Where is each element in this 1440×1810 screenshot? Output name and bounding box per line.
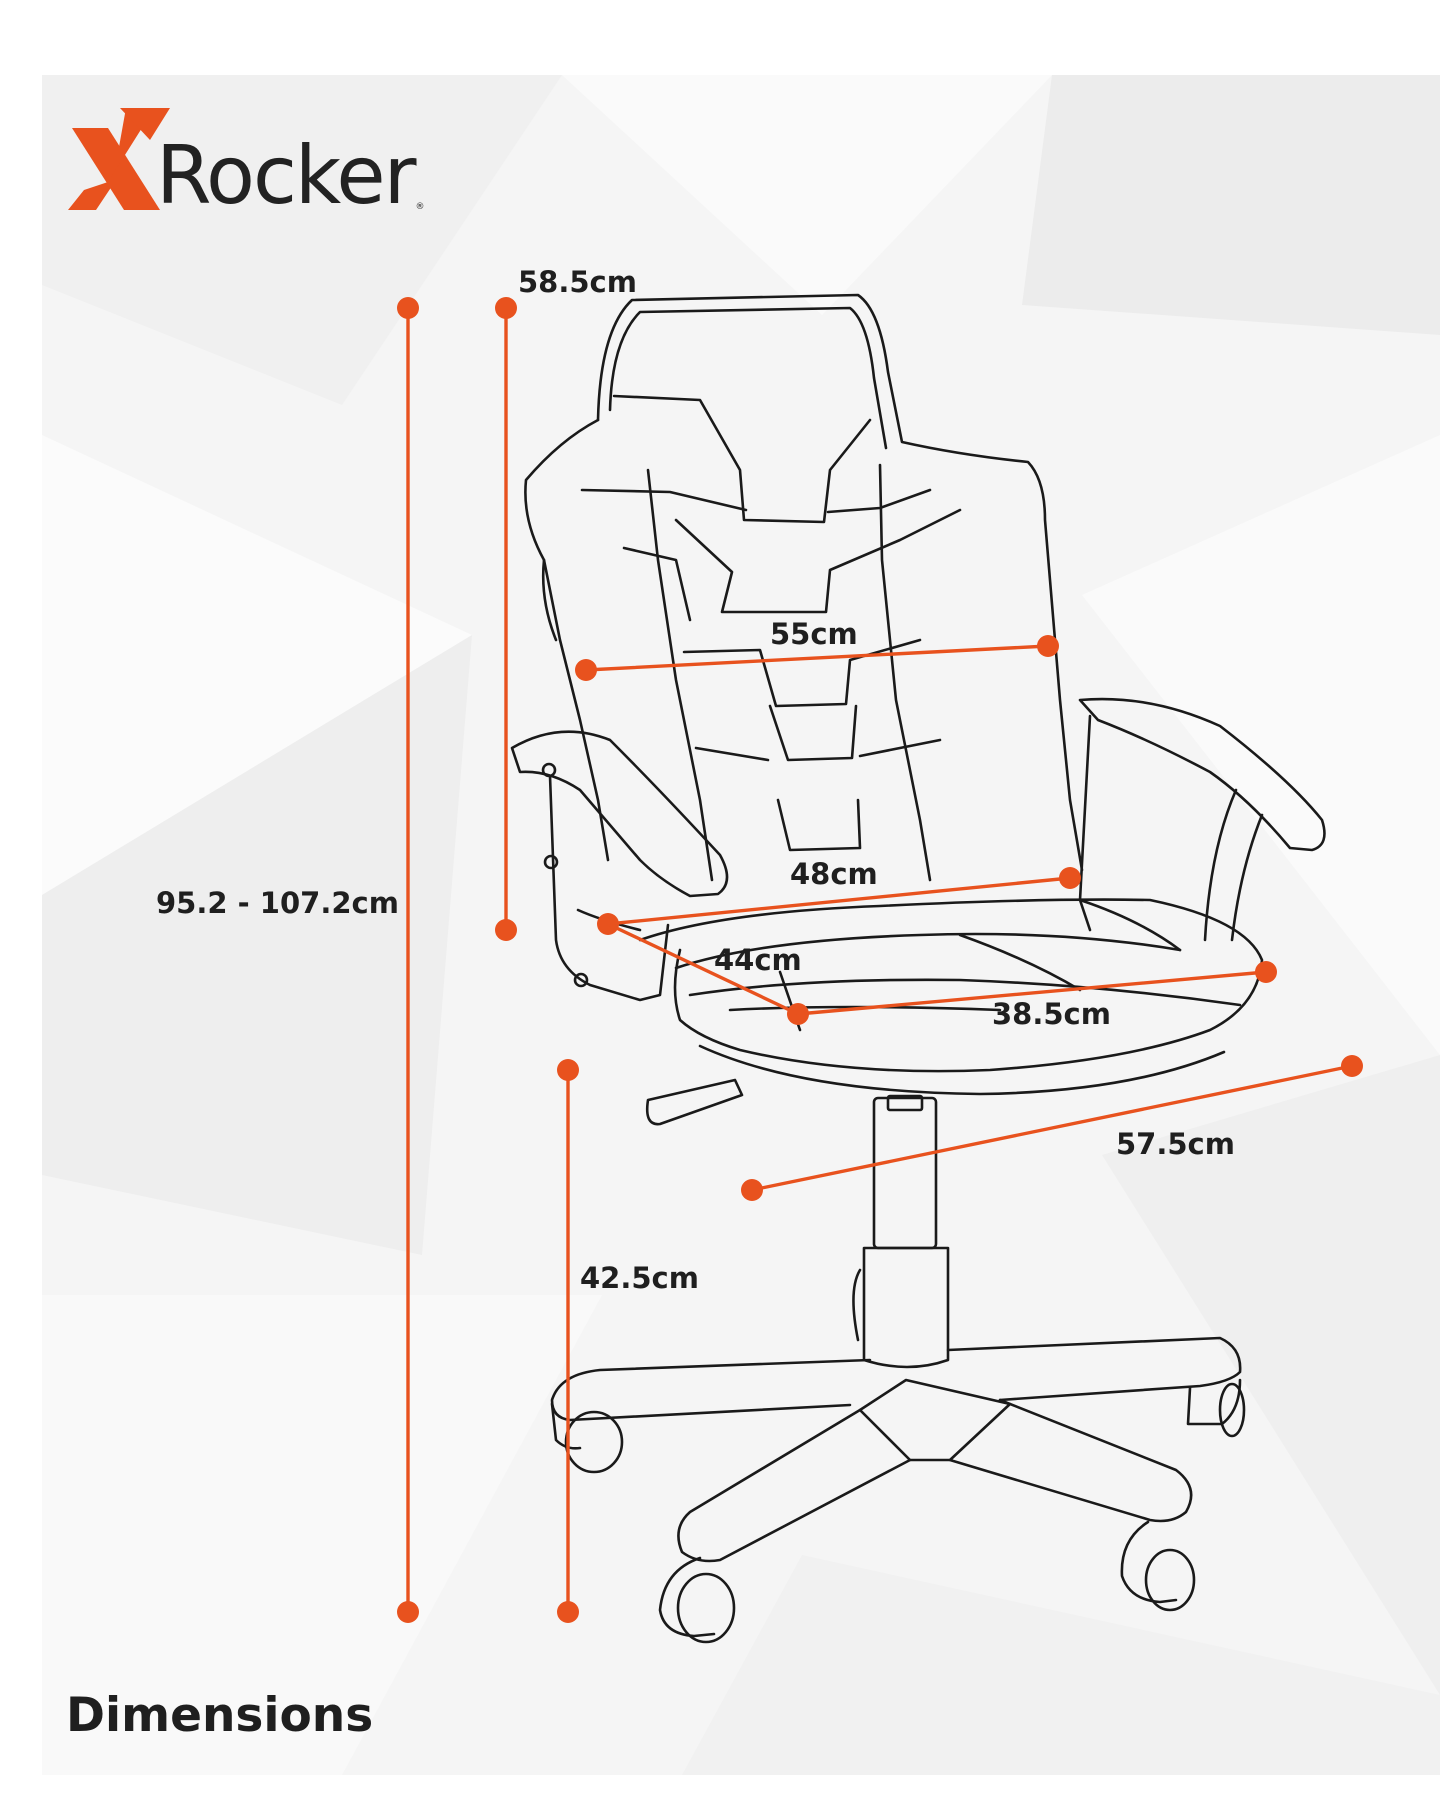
brand-logo — [68, 108, 170, 210]
label-seat-front-width: 38.5cm — [992, 997, 1111, 1031]
page-title: Dimensions — [66, 1688, 374, 1743]
label-seat-depth: 44cm — [714, 943, 802, 977]
label-back-width: 55cm — [770, 617, 858, 651]
logo: Rocker ® — [68, 108, 425, 218]
label-back-height: 58.5cm — [518, 265, 637, 299]
dim-line-base-width — [750, 1064, 1354, 1192]
dim-line-seat-width — [606, 876, 1072, 926]
label-base-width: 57.5cm — [1116, 1127, 1235, 1161]
chair-line-art — [510, 293, 1326, 1644]
faceted-background — [42, 75, 1440, 1775]
logo-wordmark: Rocker — [156, 129, 417, 222]
registered-mark: ® — [415, 202, 425, 212]
dim-line-seat-depth — [606, 922, 800, 1016]
dim-line-back-width — [584, 644, 1050, 672]
dim-line-seat-front-width — [796, 970, 1268, 1016]
logo-x-space — [68, 114, 160, 218]
label-seat-height: 42.5cm — [580, 1261, 699, 1295]
label-seat-width: 48cm — [790, 857, 878, 891]
label-overall-height: 95.2 - 107.2cm — [156, 886, 399, 920]
dimension-lines — [397, 297, 1363, 1623]
